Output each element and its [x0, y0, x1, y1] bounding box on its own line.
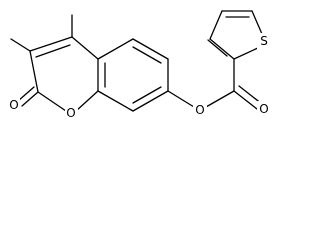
- bond-c8-c8a: [97, 90, 134, 112]
- bond-o-ester-c: [205, 90, 235, 108]
- atom-label-ester-o: O: [195, 103, 204, 117]
- bond-c7-o-ester: [167, 90, 195, 108]
- bond-c7-c8-inner: [132, 86, 162, 104]
- atom-label-ring-o: O: [66, 106, 75, 120]
- label-bg-o-right: [257, 101, 271, 117]
- bond-c3-c4-double-a: [29, 36, 73, 52]
- bond-c3-c4-double-b: [35, 44, 71, 58]
- bond-o1-c8a: [75, 90, 99, 112]
- bond-c4a-c5: [97, 38, 134, 60]
- bond-c2-o-double-a: [21, 91, 39, 107]
- molecule-diagram: O O O O S: [7, 10, 271, 120]
- bond-th-c5-s: [251, 10, 263, 35]
- bond-th-c2-c3-inner: [207, 39, 228, 57]
- bond-c7-c8: [132, 90, 169, 112]
- bond-c3-c2: [29, 50, 39, 93]
- bond-th-s-c2: [233, 46, 261, 60]
- bond-th-c2-c3: [209, 38, 235, 60]
- label-bg-s: [257, 33, 271, 49]
- label-bg-o-ring: [65, 104, 78, 120]
- bond-methyl-left: [10, 38, 31, 52]
- bond-c5-c6-inner: [132, 46, 162, 64]
- atom-label-thiophene-s: S: [260, 34, 268, 48]
- structure-canvas: O O O O S: [7, 10, 271, 120]
- bond-c2-o1: [37, 91, 67, 112]
- bond-ester-c-o-double-a: [233, 90, 258, 110]
- label-bg-o-left: [7, 97, 20, 113]
- bond-c5-c6: [132, 38, 169, 60]
- atom-label-carbonyl-o-left: O: [9, 98, 18, 112]
- bond-th-c3-c4: [209, 10, 223, 40]
- bond-c2-o-double-b: [17, 86, 35, 102]
- atom-label-carbonyl-o-right: O: [259, 102, 268, 116]
- label-bg-o-ester: [193, 102, 207, 118]
- bond-c4-c4a: [71, 36, 99, 60]
